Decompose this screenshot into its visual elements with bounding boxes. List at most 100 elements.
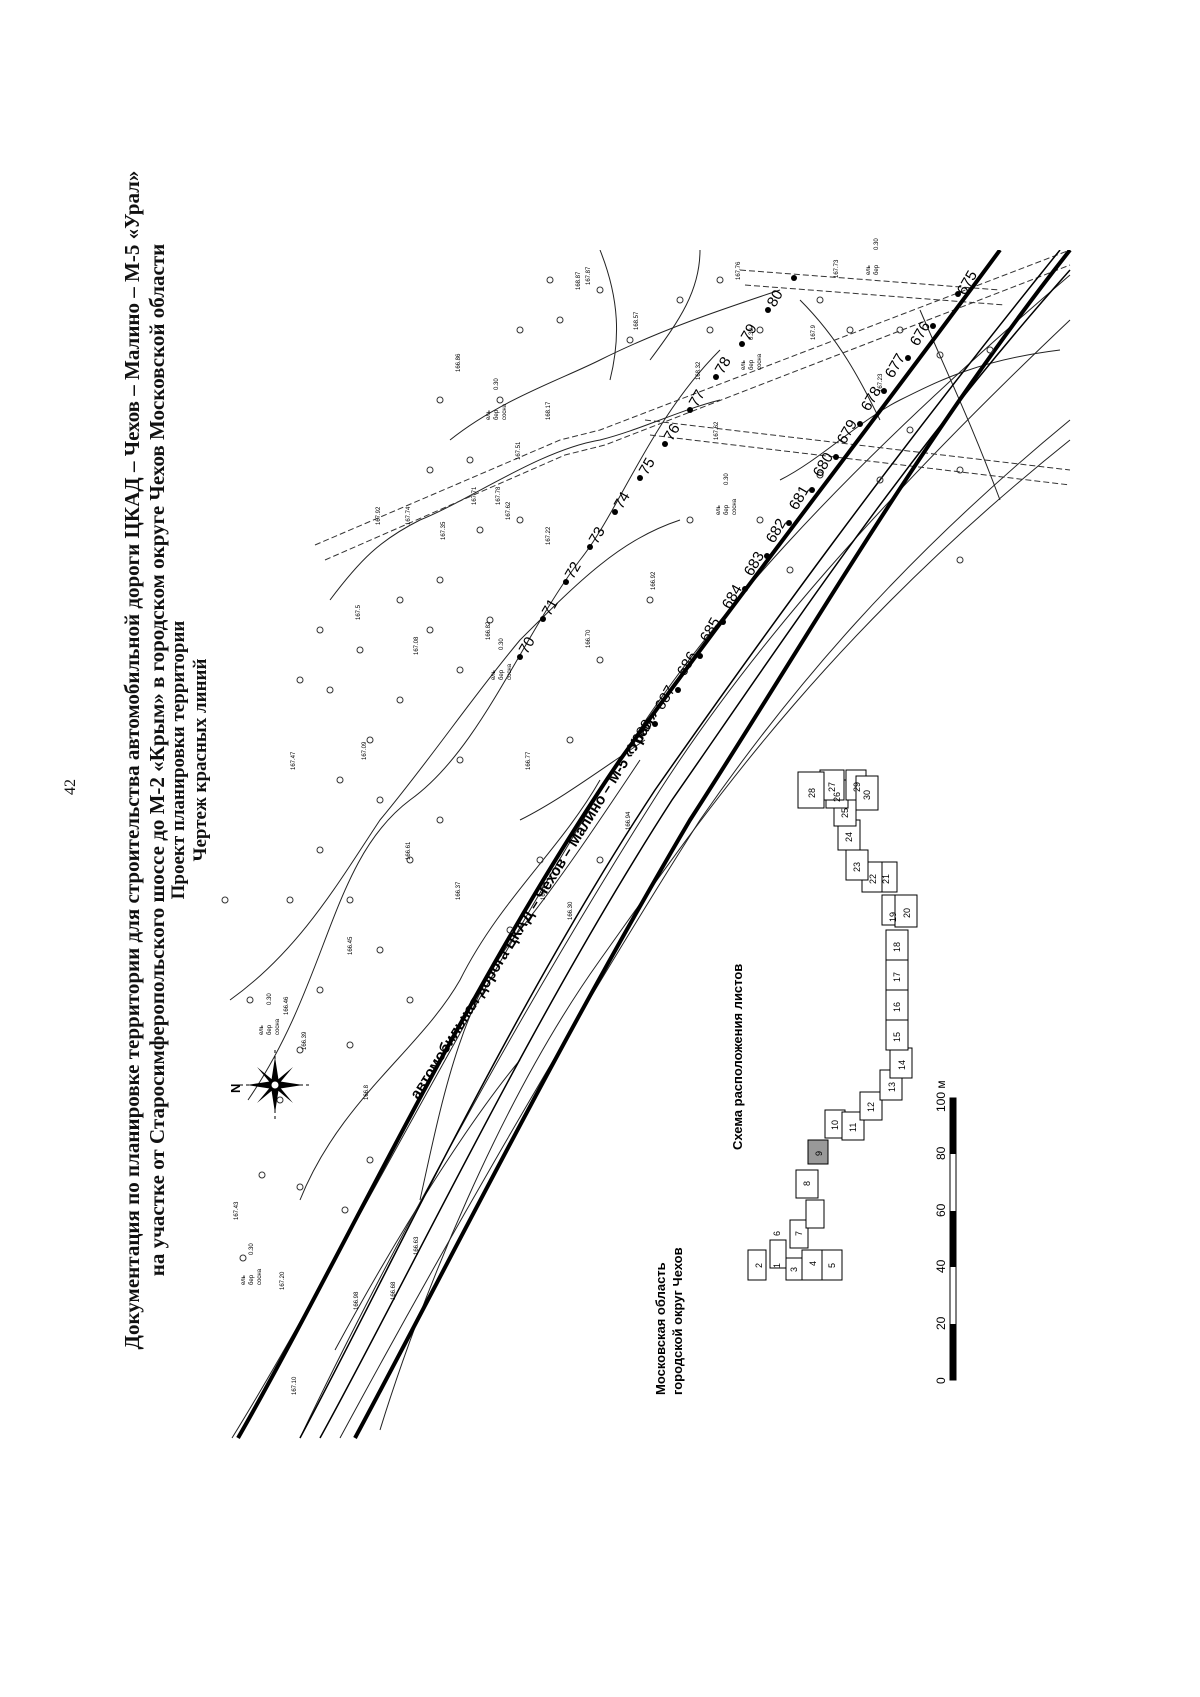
elevation-label: 167.23: [878, 373, 884, 392]
svg-text:25: 25: [840, 808, 850, 818]
elevation-label: 166.84: [541, 881, 547, 900]
picket-label: 71: [539, 596, 562, 619]
svg-text:ель: ель: [486, 410, 492, 420]
north-arrow-icon: [240, 1050, 310, 1120]
picket-label: 80: [764, 287, 787, 310]
svg-text:сосна: сосна: [757, 353, 763, 370]
elevation-label: 166.61: [406, 841, 412, 860]
svg-text:18: 18: [892, 942, 902, 952]
svg-text:40: 40: [934, 1259, 948, 1273]
svg-text:0: 0: [934, 1377, 948, 1384]
svg-text:0.30: 0.30: [724, 473, 730, 485]
sheet-numbers: 1 2 3 4 5 6 7 8 9 10 11 12 13 14 15 16 1…: [754, 782, 912, 1272]
picket-label: 683: [741, 549, 768, 579]
svg-text:20: 20: [934, 1316, 948, 1330]
elevation-label: 167.20: [280, 1271, 286, 1290]
picket-label: 70: [516, 634, 539, 657]
elevation-label: 168.17: [546, 401, 552, 420]
picket-label: 75: [636, 455, 659, 478]
elevation-label: 166.82: [486, 621, 492, 640]
region-label-line2: городской округ Чехов: [670, 1247, 685, 1395]
svg-text:ель: ель: [241, 1275, 247, 1285]
elevation-label: 167.08: [414, 636, 420, 655]
picket-label: 74: [611, 489, 634, 512]
elevation-label: 167.62: [506, 501, 512, 520]
upper-pickets: 70 71 72 73 74 75 76 77 78 79 80: [516, 287, 787, 657]
svg-text:сосна: сосна: [275, 1018, 281, 1035]
svg-text:8: 8: [802, 1181, 812, 1186]
north-label: N: [228, 1084, 243, 1093]
svg-text:0.30: 0.30: [267, 993, 273, 1005]
picket-label: 685: [697, 615, 724, 645]
picket-label: 684: [719, 582, 746, 612]
scale-bar: [949, 1097, 957, 1381]
svg-text:0.30: 0.30: [494, 378, 500, 390]
elevation-label: 167.78: [496, 486, 502, 505]
svg-text:80: 80: [934, 1146, 948, 1160]
elevation-label: 166.8: [364, 1084, 370, 1100]
scale-labels: 0 20 40 60 80 100 м: [934, 1080, 948, 1384]
svg-text:5: 5: [827, 1263, 837, 1268]
elevation-label: 166.30: [568, 901, 574, 920]
svg-text:0.30: 0.30: [249, 1243, 255, 1255]
svg-text:22: 22: [868, 874, 878, 884]
svg-text:19: 19: [888, 912, 898, 922]
elevation-label: 166.92: [651, 571, 657, 590]
svg-text:ель: ель: [866, 265, 872, 275]
svg-text:12: 12: [866, 1102, 876, 1112]
svg-text:сосна: сосна: [257, 1268, 263, 1285]
scheme-title: Схема расположения листов: [730, 964, 745, 1150]
elevation-label: 167.35: [441, 521, 447, 540]
svg-text:60: 60: [934, 1203, 948, 1217]
svg-text:3: 3: [789, 1267, 799, 1272]
picket-label: 77: [686, 387, 709, 410]
svg-text:бер: бер: [249, 1274, 255, 1285]
elevation-label: 167.09: [362, 741, 368, 760]
picket-label: 73: [586, 524, 609, 547]
elevation-label: 167.74: [406, 506, 412, 525]
svg-text:ель: ель: [741, 360, 747, 370]
svg-text:24: 24: [844, 832, 854, 842]
elevation-label: 166.70: [586, 629, 592, 648]
elevation-label: 168.57: [634, 311, 640, 330]
svg-text:ель: ель: [716, 505, 722, 515]
elevation-marks: 167.43 167.20 167.10 166.98 166.68 166.6…: [234, 259, 884, 1395]
svg-text:23: 23: [852, 862, 862, 872]
svg-text:бер: бер: [267, 1024, 273, 1035]
elevation-label: 167.22: [546, 526, 552, 545]
svg-text:ель: ель: [491, 670, 497, 680]
elevation-label: 167.47: [291, 751, 297, 770]
svg-text:15: 15: [892, 1032, 902, 1042]
elevation-label: 166.98: [354, 1291, 360, 1310]
svg-text:13: 13: [887, 1082, 897, 1092]
svg-text:0.30: 0.30: [499, 638, 505, 650]
elevation-label: 167.73: [834, 259, 840, 278]
elevation-label: 166.39: [302, 1031, 308, 1050]
svg-text:0.30: 0.30: [749, 328, 755, 340]
svg-text:14: 14: [897, 1060, 907, 1070]
svg-text:100 м: 100 м: [934, 1080, 948, 1112]
svg-text:28: 28: [807, 788, 817, 798]
picket-label: 72: [562, 559, 585, 582]
svg-text:20: 20: [902, 908, 912, 918]
elevation-label: 167.62: [714, 421, 720, 440]
svg-text:сосна: сосна: [507, 663, 513, 680]
elevation-label: 167.5: [356, 604, 362, 620]
svg-text:ель: ель: [259, 1025, 265, 1035]
elevation-label: 166.77: [526, 751, 532, 770]
elevation-label: 167.43: [234, 1201, 240, 1220]
svg-text:17: 17: [892, 972, 902, 982]
svg-text:2: 2: [754, 1263, 764, 1268]
elevation-label: 167.87: [586, 266, 592, 285]
elevation-label: 167.9: [811, 324, 817, 340]
elevation-label: 168.87: [576, 271, 582, 290]
elevation-label: 166.46: [284, 996, 290, 1015]
svg-text:4: 4: [808, 1261, 818, 1266]
elevation-label: 168.32: [696, 361, 702, 380]
svg-text:26: 26: [832, 792, 842, 802]
region-label-line1: Московская область: [653, 1262, 668, 1395]
svg-text:9: 9: [814, 1151, 824, 1156]
svg-text:бер: бер: [499, 669, 505, 680]
svg-text:6: 6: [772, 1231, 782, 1236]
